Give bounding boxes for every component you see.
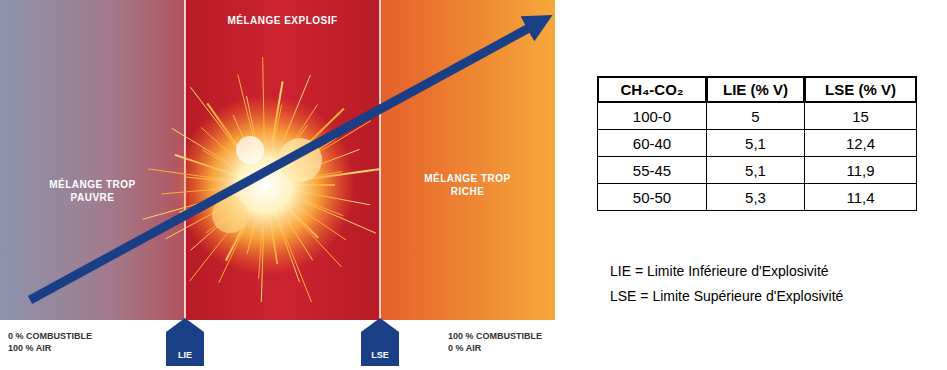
- table-header: CH₄-CO₂: [597, 76, 707, 103]
- limit-marker: LSE: [361, 318, 399, 366]
- table-cell: 100-0: [597, 102, 707, 130]
- mixture-band: MÉLANGE EXPLOSIF: [185, 0, 380, 320]
- table-cell: 11,9: [804, 156, 917, 184]
- table-note: LIE = Limite Inférieure d'Explosivité: [610, 263, 829, 279]
- axis-label: 0 % AIR: [448, 342, 481, 354]
- cell-text: 15: [852, 108, 869, 125]
- table-header: LIE (% V): [706, 76, 805, 103]
- cell-text: 100-0: [633, 108, 671, 125]
- limit-label: LSE: [361, 350, 399, 360]
- table-cell: 5,1: [706, 156, 805, 184]
- axis-label: 100 % AIR: [8, 342, 51, 354]
- mixture-band: MÉLANGE TROP PAUVRE: [0, 0, 185, 320]
- cell-text: 5,1: [745, 135, 766, 152]
- table-cell: 5: [706, 102, 805, 130]
- band-label: MÉLANGE EXPLOSIF: [185, 14, 380, 27]
- mixture-band: MÉLANGE TROP RICHE: [380, 0, 555, 320]
- cell-text: LIE (% V): [723, 81, 788, 98]
- axis-label: 0 % COMBUSTIBLE: [8, 330, 92, 342]
- table-header: LSE (% V): [804, 76, 917, 103]
- band-label: MÉLANGE TROP PAUVRE: [0, 178, 185, 204]
- band-label: MÉLANGE TROP RICHE: [380, 172, 555, 198]
- cell-text: 11,9: [846, 162, 874, 179]
- limit-marker: LIE: [166, 318, 204, 366]
- limit-label: LIE: [166, 350, 204, 360]
- axis-label: 100 % COMBUSTIBLE: [448, 330, 542, 342]
- table-cell: 55-45: [597, 156, 707, 184]
- cell-text: 5,1: [745, 162, 766, 179]
- cell-text: LSE (% V): [825, 81, 896, 98]
- cell-text: 55-45: [633, 162, 671, 179]
- cell-text: 50-50: [633, 189, 671, 206]
- table-cell: 60-40: [597, 129, 707, 157]
- cell-text: 60-40: [633, 135, 671, 152]
- table-note: LSE = Limite Supérieure d'Explosivité: [610, 288, 843, 304]
- table-cell: 5,1: [706, 129, 805, 157]
- table-cell: 12,4: [804, 129, 917, 157]
- cell-text: CH₄-CO₂: [621, 81, 684, 98]
- table-cell: 15: [804, 102, 917, 130]
- table-cell: 50-50: [597, 183, 707, 211]
- table-cell: 11,4: [804, 183, 917, 211]
- cell-text: 12,4: [846, 135, 875, 152]
- cell-text: 5,3: [745, 189, 766, 206]
- table-cell: 5,3: [706, 183, 805, 211]
- cell-text: 11,4: [846, 189, 874, 206]
- cell-text: 5: [751, 108, 759, 125]
